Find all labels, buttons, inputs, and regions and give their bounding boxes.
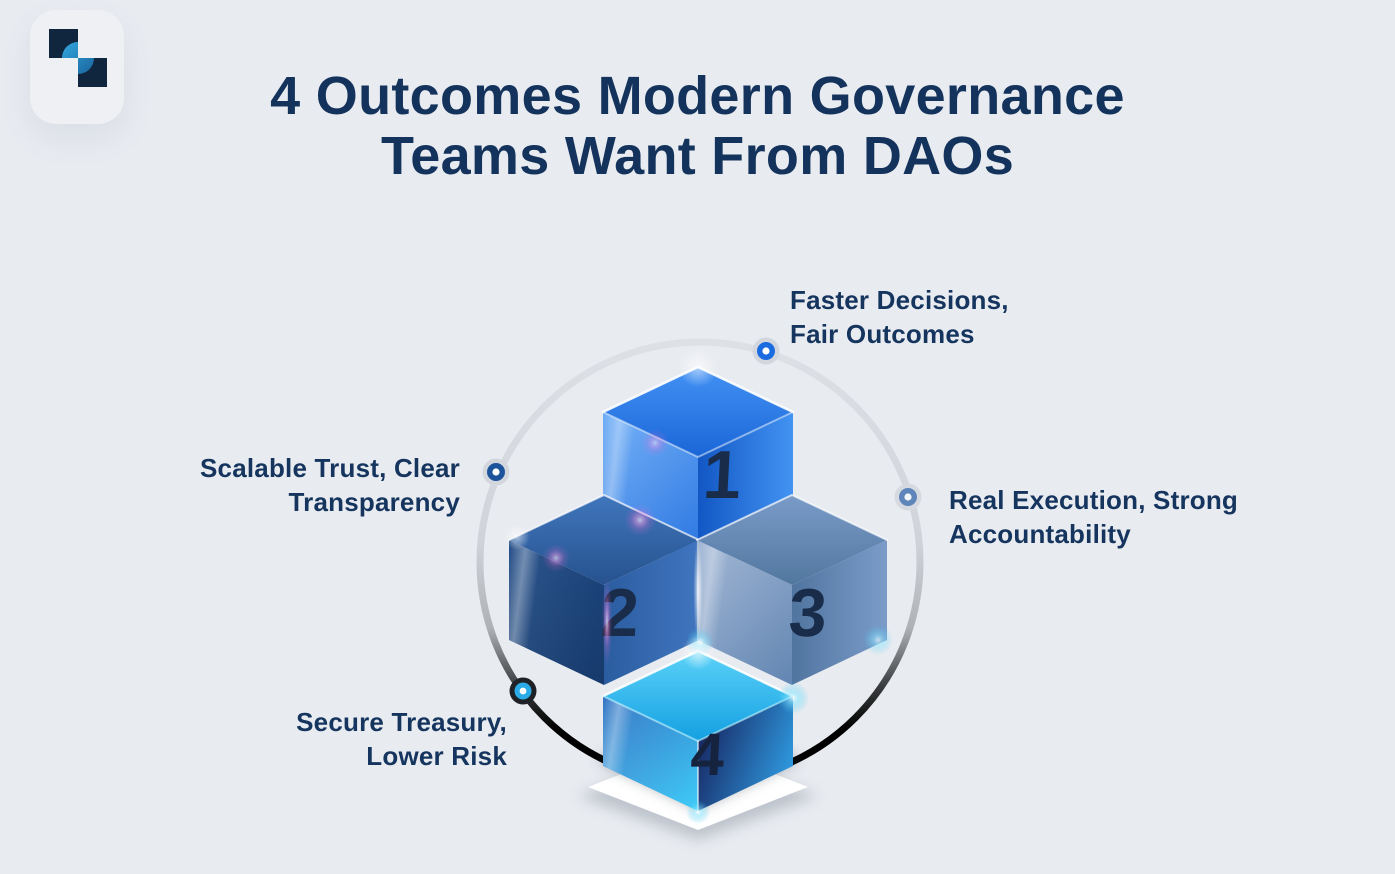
cube-3: 3: [696, 493, 888, 685]
cube-3-gloss: [697, 540, 792, 685]
sparkle-glint: [641, 429, 669, 457]
sparkle-glint: [542, 544, 570, 572]
label-line: Real Execution, Strong: [949, 485, 1239, 515]
dot-center: [492, 468, 500, 476]
label-faster-decisions: Faster Decisions, Fair Outcomes: [790, 283, 1110, 351]
label-real-execution: Real Execution, Strong Accountability: [949, 483, 1309, 551]
cube-4-number: 4: [689, 721, 726, 788]
label-line: Fair Outcomes: [790, 319, 975, 349]
label-line: Secure Treasury,: [296, 707, 507, 737]
cube-4-right-face: [698, 696, 793, 811]
sparkle-glint: [624, 504, 656, 536]
label-line: Transparency: [288, 487, 460, 517]
cube-3-number: 3: [787, 575, 829, 651]
dot-center: [904, 493, 912, 501]
page-title: 4 Outcomes Modern Governance Teams Want …: [0, 66, 1395, 186]
cube-2-right-face: [604, 540, 699, 685]
cube-1-number: 1: [701, 437, 743, 513]
cube-3-right-face: [792, 540, 887, 685]
cube-4-gloss: [603, 696, 698, 811]
cube-3-edge-highlight: [696, 493, 888, 541]
sparkle-glints: [504, 347, 893, 824]
logo-squares-icon: [49, 29, 107, 87]
sparkle-glint: [602, 578, 612, 666]
label-line: Scalable Trust, Clear: [200, 453, 460, 483]
cube-4: 4: [601, 649, 795, 812]
sparkle-glint: [681, 636, 715, 670]
brand-logo: [30, 10, 124, 124]
label-line: Lower Risk: [366, 741, 507, 771]
cube-2-edge-highlight: [508, 493, 700, 541]
sparkle-glint: [777, 682, 809, 714]
sparkle-glint: [863, 625, 893, 655]
orbit-dot-secure: [509, 677, 537, 705]
title-line-1: 4 Outcomes Modern Governance: [270, 66, 1125, 126]
orbit-dot-faster: [752, 337, 780, 365]
label-scalable-trust: Scalable Trust, Clear Transparency: [140, 451, 460, 519]
cube-2-gloss: [509, 540, 604, 685]
sparkle-glint: [504, 524, 530, 550]
orbit-dot-scalable: [482, 458, 510, 486]
cube-1-edge-highlight: [602, 411, 794, 459]
orbit-dot-real: [894, 483, 922, 511]
sparkle-glint: [678, 347, 718, 387]
title-line-2: Teams Want From DAOs: [380, 126, 1015, 186]
sparkle-glint: [693, 538, 703, 642]
dot-center: [762, 347, 770, 355]
dot-center: [519, 687, 527, 695]
label-line: Faster Decisions,: [790, 285, 1009, 315]
label-line: Accountability: [949, 519, 1131, 549]
label-secure-treasury: Secure Treasury, Lower Risk: [187, 705, 507, 773]
sparkle-glint: [686, 800, 710, 824]
